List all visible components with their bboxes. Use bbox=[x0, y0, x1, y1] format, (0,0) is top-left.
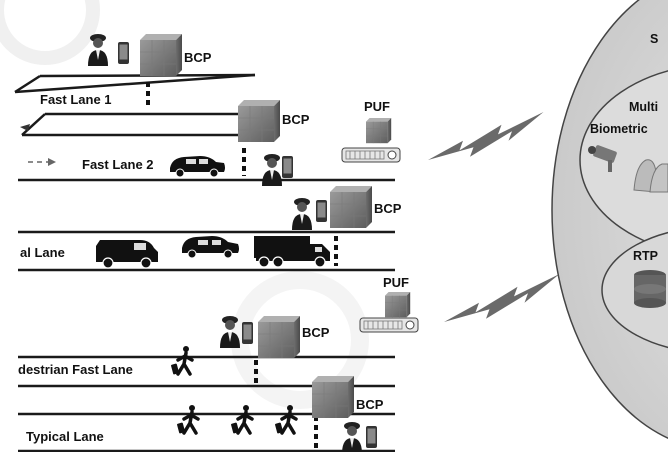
officer-icon bbox=[88, 34, 108, 66]
wireless-signal-icon bbox=[444, 274, 560, 322]
bcp-label: BCP bbox=[356, 397, 384, 412]
rtp-label: RTP bbox=[633, 249, 658, 263]
puf-device-icon bbox=[341, 117, 401, 163]
car-icon bbox=[182, 236, 239, 259]
phone-icon bbox=[118, 42, 129, 64]
phone-icon bbox=[366, 426, 377, 448]
fingerprint-icon bbox=[633, 159, 668, 193]
typical-lane-label: Typical Lane bbox=[26, 429, 104, 444]
puf-label: PUF bbox=[364, 99, 390, 114]
server-label: S bbox=[650, 32, 659, 46]
fast-lane-2 bbox=[18, 148, 395, 182]
officer-icon bbox=[342, 422, 362, 452]
bcp-box-icon bbox=[311, 375, 355, 419]
pedestrian-icon bbox=[273, 403, 298, 436]
puf-label: PUF bbox=[383, 275, 409, 290]
truck-icon bbox=[254, 236, 330, 268]
phone-icon bbox=[242, 322, 253, 344]
bcp-box-icon bbox=[257, 315, 301, 359]
bcp-box-icon bbox=[237, 99, 281, 143]
fast-lane-2-label: Fast Lane 2 bbox=[82, 157, 154, 172]
phone-icon bbox=[316, 200, 327, 222]
officer-icon bbox=[292, 198, 312, 230]
van-icon bbox=[96, 240, 158, 269]
bcp-box-icon bbox=[329, 185, 373, 229]
bcp-label: BCP bbox=[184, 50, 212, 65]
car-icon bbox=[170, 156, 225, 178]
biometric-label: Biometric bbox=[590, 122, 648, 136]
pedestrian-icon bbox=[229, 403, 254, 436]
pedestrian-fast-lane-label: destrian Fast Lane bbox=[18, 362, 133, 377]
bcp-label: BCP bbox=[282, 112, 310, 127]
typical-vehicle-lane bbox=[18, 230, 395, 272]
camera-icon bbox=[588, 145, 617, 172]
typical-vehicle-lane-label: al Lane bbox=[20, 245, 65, 260]
bcp-label: BCP bbox=[374, 201, 402, 216]
bg-arc bbox=[0, 0, 100, 65]
server-panel bbox=[551, 0, 668, 440]
bcp-label: BCP bbox=[302, 325, 330, 340]
bcp-box-icon bbox=[139, 33, 183, 77]
database-icon bbox=[634, 270, 666, 308]
pedestrian-icon bbox=[169, 344, 194, 377]
bg-arc bbox=[231, 271, 369, 409]
officer-icon bbox=[262, 154, 282, 186]
puf-device-icon bbox=[359, 291, 419, 333]
phone-icon bbox=[282, 156, 293, 178]
multi-label: Multi bbox=[629, 100, 659, 114]
fast-lane-1-label: Fast Lane 1 bbox=[40, 92, 112, 107]
pedestrian-icon bbox=[175, 403, 200, 436]
wireless-signal-icon bbox=[428, 112, 544, 160]
